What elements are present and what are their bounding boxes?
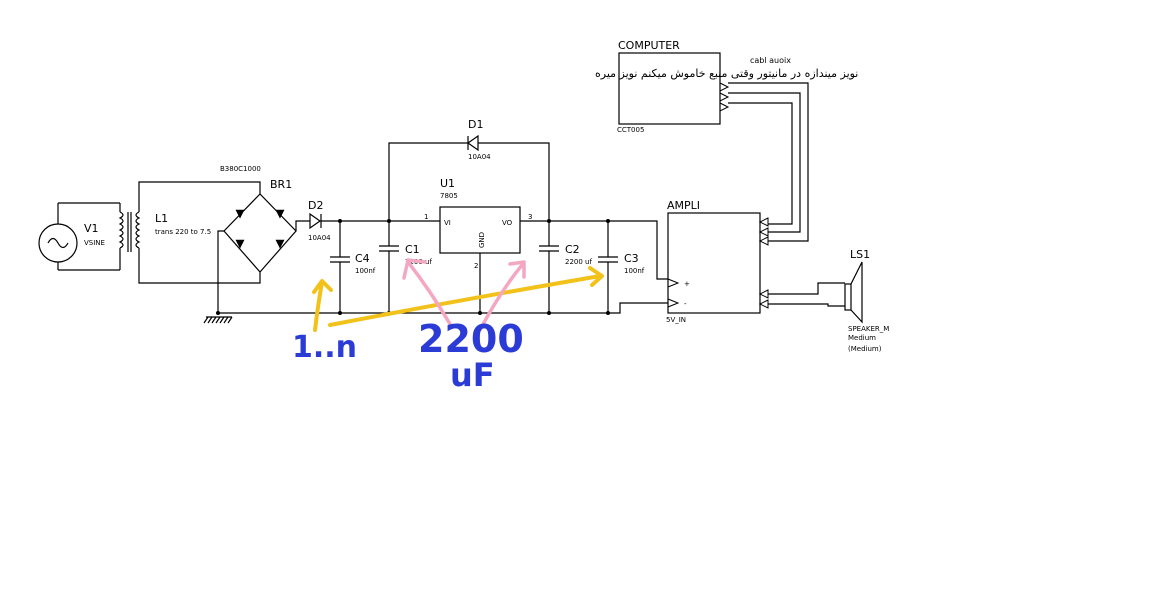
bridge-rectifier: [217, 193, 305, 313]
capacitor-c4: [330, 221, 350, 313]
capacitor-c3: [598, 221, 618, 313]
d2-value: 10A04: [308, 234, 331, 242]
capacitor-c1: [379, 221, 399, 313]
reg-pin3: 3: [528, 213, 532, 221]
reg-gnd: GND: [478, 232, 486, 248]
source-type: VSINE: [84, 239, 105, 247]
diode-d1: [388, 134, 550, 221]
source-ref: V1: [84, 222, 99, 235]
reg-part: 7805: [440, 192, 458, 200]
c4-ref: C4: [355, 252, 370, 265]
speaker-ref: LS1: [850, 248, 870, 261]
bridge-value: B380C1000: [220, 165, 261, 173]
handwriting-middle-1: 2200: [418, 317, 524, 361]
computer-box: [618, 52, 721, 125]
diode-d2: [305, 212, 390, 230]
speaker-v2: (Medium): [848, 345, 882, 353]
regulator-wires: [389, 220, 668, 313]
reg-pin1: 1: [424, 213, 428, 221]
c4-value: 100nf: [355, 267, 376, 275]
computer-part: CCT005: [617, 126, 644, 134]
reg-pin2: 2: [474, 262, 478, 270]
d1-value: 10A04: [468, 153, 491, 161]
c2-value: 2200 uf: [565, 258, 592, 266]
transformer-value: trans 220 to 7.5: [155, 228, 211, 236]
d2-ref: D2: [308, 199, 323, 212]
ampli-input-label: 5V_IN: [666, 316, 686, 324]
ground-rail: [203, 302, 668, 324]
reg-ref: U1: [440, 177, 455, 190]
c3-ref: C3: [624, 252, 639, 265]
sine-source: [38, 202, 120, 271]
speaker-symbol: [844, 261, 863, 324]
ampli-connectors: [667, 217, 769, 309]
speaker-wires: [768, 282, 845, 307]
capacitor-c2: [539, 221, 559, 313]
computer-connectors: [719, 82, 730, 112]
handwriting-middle-2: uF: [450, 356, 495, 394]
bridge-ref: BR1: [270, 178, 292, 191]
speaker-name: SPEAKER_M: [848, 325, 889, 333]
ampli-plus: +: [684, 280, 690, 288]
speaker-v1: Medium: [848, 334, 876, 342]
transformer-ref: L1: [155, 212, 168, 225]
cable-label: cabl auoix: [750, 56, 791, 65]
cable-wires: [728, 82, 809, 242]
transformer: [118, 181, 261, 284]
c1-ref: C1: [405, 243, 420, 256]
handwriting-left: 1..n: [292, 330, 357, 365]
note-text: نویز میندازه در مانیتور وقتی منبع خاموش …: [595, 67, 858, 80]
pink-annotation: [402, 258, 526, 332]
ampli-minus: -: [684, 300, 687, 308]
ampli-title: AMPLI: [667, 199, 700, 212]
yellow-annotation: [312, 266, 604, 332]
ampli-box: [667, 212, 761, 314]
reg-vo: VO: [502, 219, 513, 227]
d1-ref: D1: [468, 118, 483, 131]
reg-vi: VI: [444, 219, 451, 227]
c2-ref: C2: [565, 243, 580, 256]
computer-title: COMPUTER: [618, 39, 680, 52]
c3-value: 100nf: [624, 267, 645, 275]
